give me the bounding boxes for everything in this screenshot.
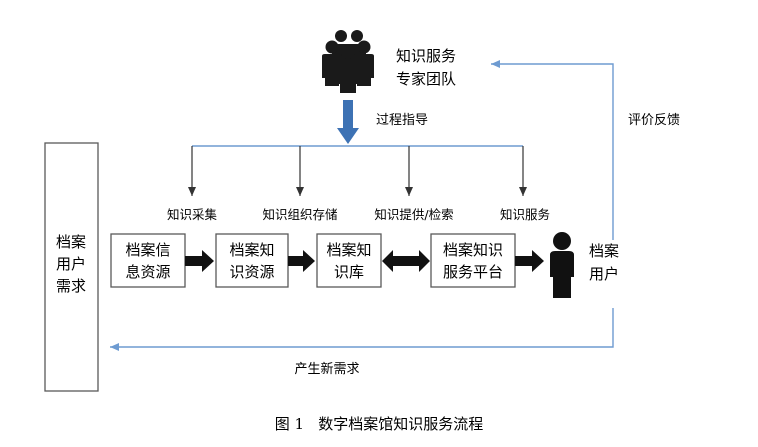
figure-caption: 图 1 数字档案馆知识服务流程 [275,415,484,433]
box-archive-info-resource-line1: 档案信 [125,241,170,259]
stage-drop-arrows [188,146,527,196]
flow-arrow-bidirectional [382,250,430,272]
feedback-label: 评价反馈 [628,113,680,128]
archive-user-label-line1: 档案 [589,242,619,260]
stage-label-collect: 知识采集 [167,207,218,222]
user-demand-line2: 用户 [56,255,86,273]
user-demand-line3: 需求 [56,277,86,295]
flow-arrow-4 [515,250,544,272]
box-archive-knowledge-base-line1: 档案知 [326,241,371,259]
expert-team-people-icon [322,30,374,93]
archive-user-person-icon [550,232,574,298]
box-knowledge-service-platform-line1: 档案知识 [443,241,503,259]
box-archive-info-resource-line2: 息资源 [125,263,170,281]
expert-team-label-line1: 知识服务 [396,47,456,65]
box-archive-knowledge-resource-line1: 档案知 [229,241,274,259]
stage-label-service: 知识服务 [500,207,550,222]
guidance-label: 过程指导 [376,113,428,128]
guidance-down-arrow [337,100,359,144]
box-archive-knowledge-resource [215,233,289,288]
new-demand-label: 产生新需求 [294,361,359,377]
stage-label-organize: 知识组织存储 [262,207,337,222]
flow-arrow-1 [185,250,214,272]
archive-user-label-line2: 用户 [589,265,619,283]
box-knowledge-service-platform [430,233,516,288]
user-demand-box [44,142,99,392]
new-demand-loop-line [110,308,614,351]
box-archive-knowledge-resource-line2: 识资源 [229,263,274,281]
box-archive-knowledge-base-line2: 识库 [334,263,364,281]
box-knowledge-service-platform-line2: 服务平台 [443,263,503,281]
flow-arrow-2 [288,250,315,272]
stage-label-provide: 知识提供/检索 [374,207,453,222]
box-archive-knowledge-base [316,233,382,288]
box-archive-info-resource [110,233,186,288]
user-demand-line1: 档案 [56,233,86,251]
feedback-loop-line [491,60,614,240]
expert-team-label-line2: 专家团队 [396,70,456,88]
